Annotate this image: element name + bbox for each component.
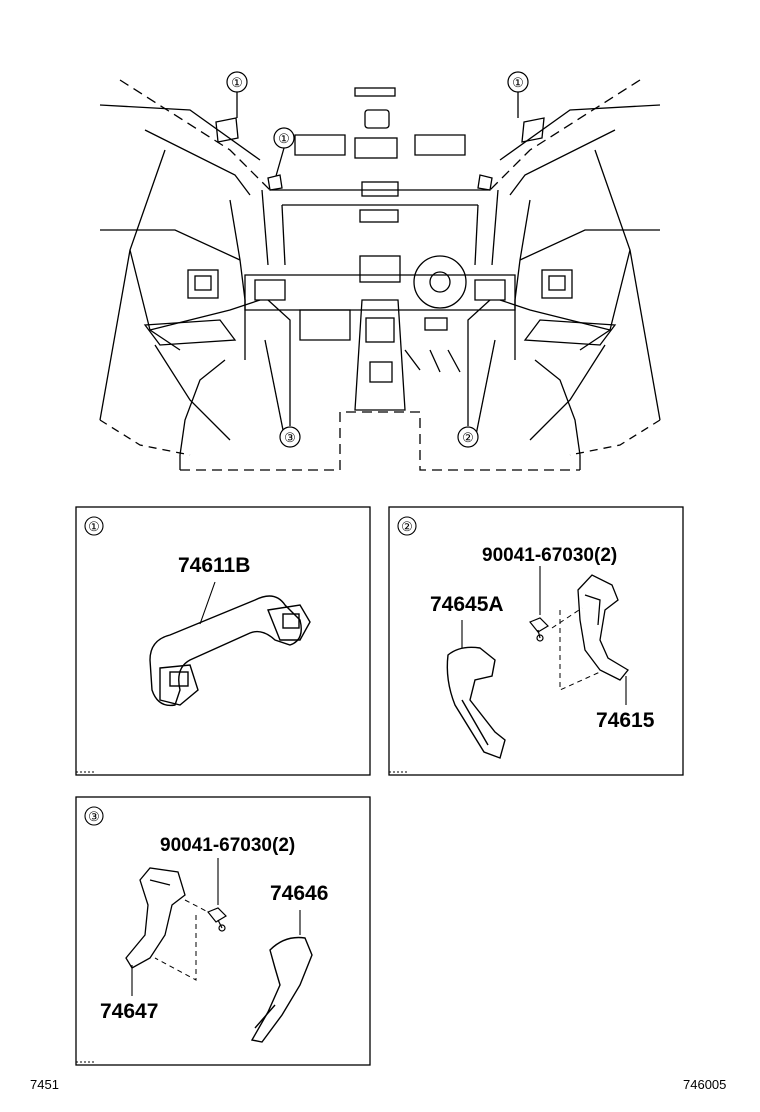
footer-right-code: 746005 — [683, 1077, 727, 1092]
assist-grip-drawing — [149, 595, 311, 707]
part-74646-label: 74646 — [270, 882, 328, 905]
panel-3: ③ 90041-67030(2) 74646 74647 — [75, 796, 371, 1066]
bracket-drawing — [577, 574, 629, 681]
callout-1b: ① — [512, 75, 524, 90]
part-74647-label: 74647 — [100, 1000, 158, 1023]
part-74645A-label: 74645A — [430, 593, 504, 616]
callout-1a: ① — [231, 75, 243, 90]
bracket-drawing-3 — [125, 867, 186, 969]
panel-2: ② 90041-67030(2) 74645A 74615 — [388, 506, 684, 776]
screw-clip-icon-3 — [207, 907, 227, 932]
pillar-garnish-drawing — [446, 646, 506, 759]
callout-3: ③ — [284, 430, 296, 445]
overview-callouts: ① ① ① ③ ② — [226, 71, 529, 448]
screw-clip-icon — [529, 617, 549, 642]
part-74611B-label: 74611B — [178, 554, 250, 577]
part-74615-label: 74615 — [596, 709, 655, 732]
pillar-garnish-drawing-3 — [250, 936, 313, 1043]
panel-3-badge: ③ — [88, 809, 100, 824]
part-90041-67030-label-3: 90041-67030(2) — [160, 835, 295, 856]
footer-left-code: 7451 — [30, 1077, 59, 1092]
callout-2: ② — [462, 430, 474, 445]
panel-1: ① 74611B — [75, 506, 371, 776]
vehicle-interior-overview — [99, 79, 661, 471]
part-90041-67030-label: 90041-67030(2) — [482, 545, 617, 566]
callout-1c: ① — [278, 131, 290, 146]
panel-1-badge: ① — [88, 519, 100, 534]
panel-2-badge: ② — [401, 519, 413, 534]
